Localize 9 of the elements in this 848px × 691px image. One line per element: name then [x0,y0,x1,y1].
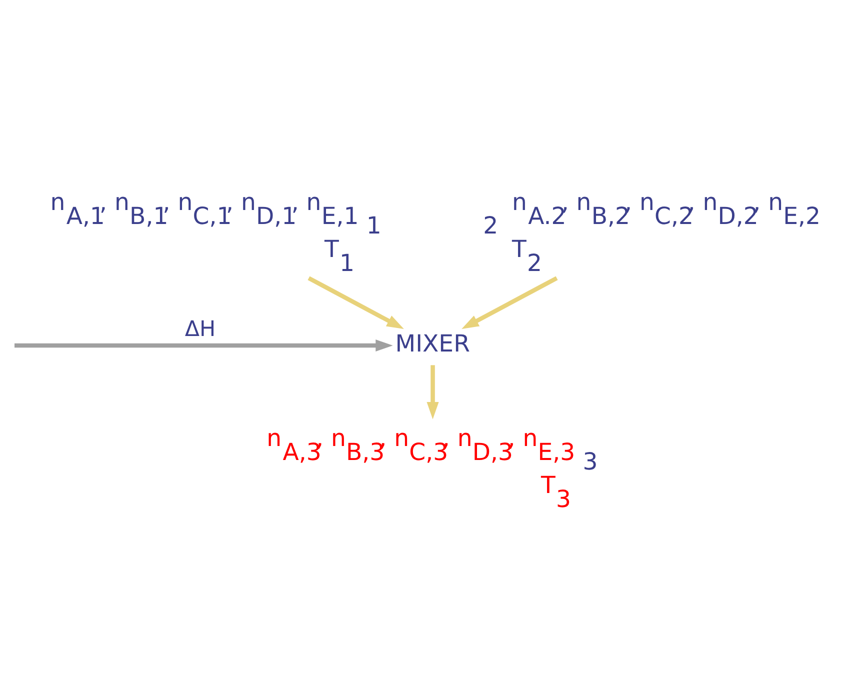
arrow [14,339,393,352]
node-text: MIXER [395,330,470,358]
arrow [308,276,404,329]
node-text: 2 [483,212,498,240]
arrow [462,276,558,329]
node-text: 1 [366,212,382,240]
node-text: 3 [582,447,598,476]
edge-label: ΔH [184,316,216,342]
arrow [426,365,439,420]
